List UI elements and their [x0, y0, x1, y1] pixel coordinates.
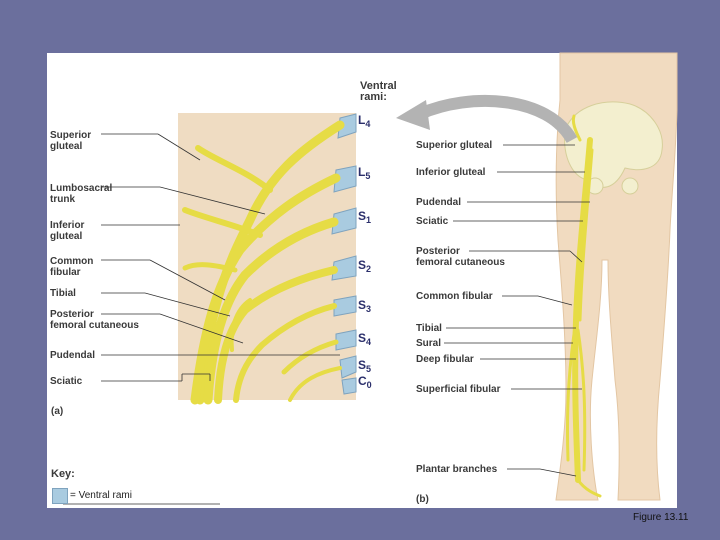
label-sciatic-left: Sciatic [50, 376, 83, 387]
root-l4: L4 [358, 113, 371, 129]
label-superior-gluteal-right: Superior gluteal [416, 140, 493, 151]
panel-label-b: (b) [416, 494, 429, 505]
label-inferior-gluteal-left: Inferior gluteal [50, 220, 85, 242]
ventral-rami [331, 113, 357, 395]
label-common-fibular-left: Common fibular [50, 256, 94, 278]
key-text: = Ventral rami [70, 490, 132, 501]
key-swatch [52, 488, 68, 504]
key-title: Key: [51, 468, 75, 480]
label-posterior-femoral-cutaneous-right: Posterior femoral cutaneous [416, 246, 505, 268]
root-s3: S3 [358, 298, 372, 314]
right-leader-lines [444, 144, 590, 477]
pointer-arrowhead [396, 100, 430, 130]
label-posterior-femoral-cutaneous-left: Posterior femoral cutaneous [50, 309, 139, 331]
label-inferior-gluteal-right: Inferior gluteal [416, 167, 486, 178]
label-sciatic-right: Sciatic [416, 216, 449, 227]
root-c0: C0 [358, 374, 372, 390]
ventral-rami-header: Ventral rami: [360, 80, 397, 103]
panel-label-a: (a) [51, 406, 64, 417]
root-s5: S5 [358, 358, 372, 374]
label-tibial-left: Tibial [50, 288, 76, 299]
label-pudendal-left: Pudendal [50, 350, 96, 361]
label-lumbosacral-trunk: Lumbosacral trunk [50, 183, 113, 205]
figure-caption: Figure 13.11 [633, 512, 689, 523]
label-superficial-fibular: Superficial fibular [416, 384, 501, 395]
label-common-fibular-right: Common fibular [416, 291, 493, 302]
label-sural: Sural [416, 338, 442, 349]
label-deep-fibular: Deep fibular [416, 354, 474, 365]
root-s1: S1 [358, 209, 372, 225]
pointer-arrow [417, 95, 578, 144]
left-leader-lines [63, 133, 340, 505]
label-pudendal-right: Pudendal [416, 197, 462, 208]
root-s2: S2 [358, 258, 372, 274]
root-s4: S4 [358, 331, 372, 347]
root-l5: L5 [358, 165, 371, 181]
label-plantar-branches: Plantar branches [416, 464, 498, 475]
label-superior-gluteal-left: Superior gluteal [50, 130, 92, 152]
sacral-plexus [182, 120, 345, 405]
leg-nerves [565, 114, 602, 498]
label-tibial-right: Tibial [416, 323, 442, 334]
